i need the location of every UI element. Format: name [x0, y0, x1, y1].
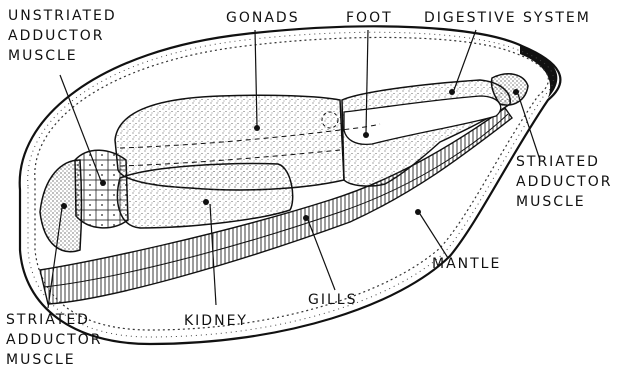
unstriated-adductor	[75, 150, 128, 228]
mantle-label: MANTLE	[432, 254, 501, 274]
gonads-label: GONADS	[226, 8, 300, 28]
striated-adductor-muscle-left-label: STRIATED ADDUCTOR MUSCLE	[6, 310, 102, 370]
striated-adductor-muscle-right-label: STRIATED ADDUCTOR MUSCLE	[516, 152, 612, 212]
digestive-system-label: DIGESTIVE SYSTEM	[424, 8, 591, 28]
foot-label: FOOT	[346, 8, 393, 28]
kidney-label: KIDNEY	[184, 311, 248, 331]
unstriated-adductor-muscle-label: UNSTRIATED ADDUCTOR MUSCLE	[8, 6, 117, 66]
gills-label: GILLS	[308, 290, 357, 310]
